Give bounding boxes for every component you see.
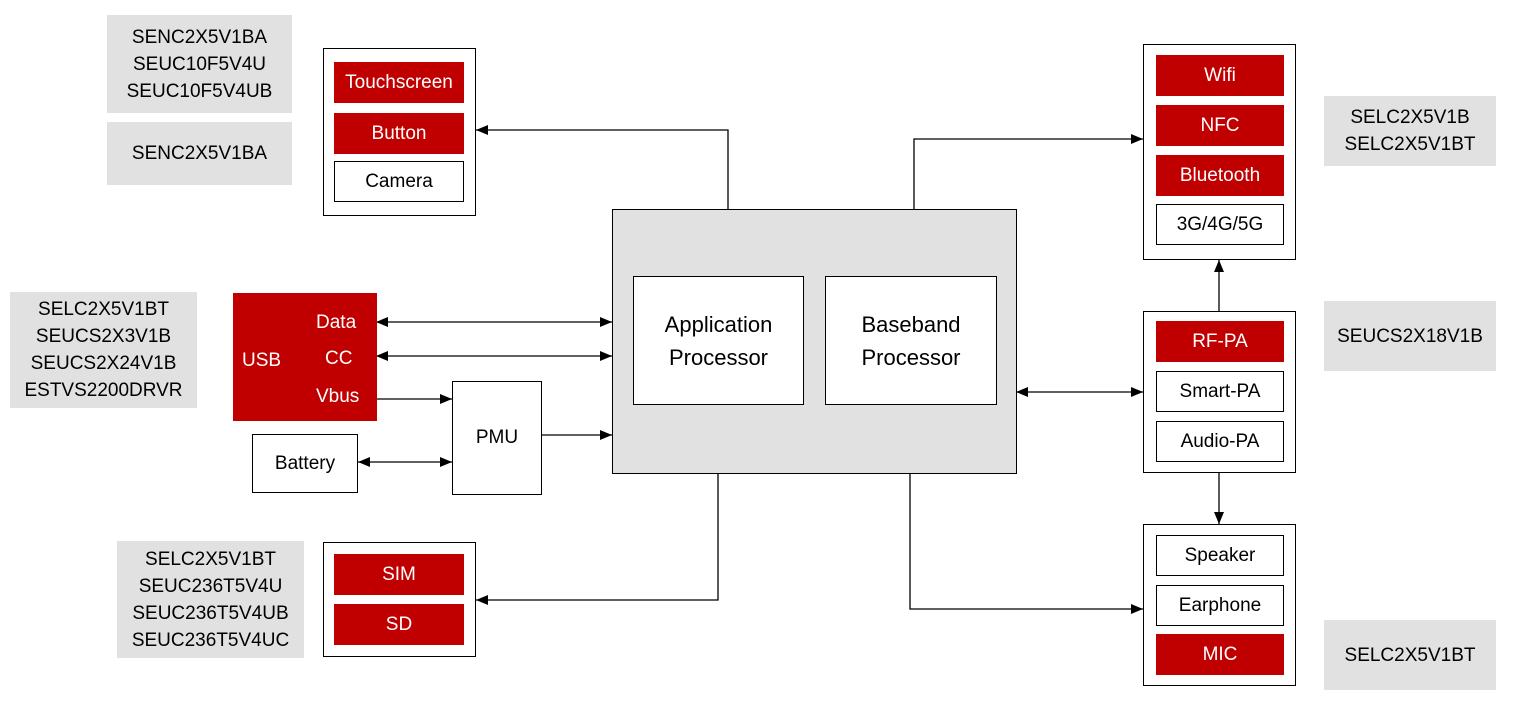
touchscreen-block: Touchscreen — [334, 62, 464, 103]
part-number: SELC2X5V1BT — [1344, 644, 1476, 666]
sd-block: SD — [334, 604, 464, 645]
bluetooth-block: Bluetooth — [1156, 155, 1284, 196]
rf-pa-block: RF-PA — [1156, 321, 1284, 362]
part-label-audio: SELC2X5V1BT — [1324, 620, 1496, 690]
baseband-processor-label: Baseband Processor — [861, 311, 961, 370]
part-number: SENC2X5V1BA — [131, 143, 268, 164]
pmu-block: PMU — [452, 381, 542, 495]
earphone-block: Earphone — [1156, 585, 1284, 626]
audio-pa-block: Audio-PA — [1156, 421, 1284, 462]
wire-bb-to-audio — [909, 473, 1143, 614]
part-label-pa: SEUCS2X18V1B — [1324, 301, 1496, 371]
part-label-ui-2: SENC2X5V1BA — [107, 122, 292, 185]
nfc-block: NFC — [1156, 105, 1284, 146]
part-number: SELC2X5V1BT — [1344, 134, 1476, 155]
usb-label: USB — [242, 350, 282, 371]
part-number: SEUC10F5V4UB — [126, 80, 273, 102]
wifi-block: Wifi — [1156, 55, 1284, 96]
part-number: SELC2X5V1BT — [145, 548, 276, 570]
part-number: SEUCS2X3V1B — [35, 326, 172, 347]
wire-ap-to-ui — [476, 125, 729, 209]
sim-block: SIM — [334, 554, 464, 595]
part-label-storage: SELC2X5V1BT SEUC236T5V4U SEUC236T5V4UB S… — [117, 541, 304, 658]
part-number: SEUCS2X18V1B — [1337, 325, 1483, 347]
part-number: SELC2X5V1BT — [38, 299, 169, 320]
camera-block: Camera — [334, 161, 464, 202]
part-number: SELC2X5V1B — [1350, 107, 1470, 128]
part-label-usb: SELC2X5V1BT SEUCS2X3V1B SEUCS2X24V1B EST… — [10, 292, 197, 408]
speaker-block: Speaker — [1156, 535, 1284, 576]
baseband-processor: Baseband Processor — [825, 276, 997, 405]
part-label-wireless: SELC2X5V1B SELC2X5V1BT — [1324, 96, 1496, 166]
part-number: ESTVS2200DRVR — [24, 380, 183, 401]
wire-ap-to-storage — [476, 473, 719, 605]
part-number: SEUCS2X24V1B — [30, 353, 177, 374]
usb-cc-pin: CC — [325, 348, 353, 369]
part-number: SENC2X5V1BA — [131, 26, 268, 48]
part-number: SEUC236T5V4UB — [132, 602, 289, 624]
battery-block: Battery — [252, 434, 358, 493]
usb-vbus-pin: Vbus — [316, 386, 360, 407]
mic-block: MIC — [1156, 634, 1284, 675]
part-number: SEUC236T5V4U — [138, 575, 283, 597]
application-processor: Application Processor — [633, 276, 804, 405]
smart-pa-block: Smart-PA — [1156, 371, 1284, 412]
part-number: SEUC236T5V4UC — [131, 629, 290, 651]
wire-bb-to-wireless — [913, 134, 1143, 209]
cellular-block: 3G/4G/5G — [1156, 204, 1284, 245]
usb-block — [233, 293, 377, 421]
part-label-ui-1: SENC2X5V1BA SEUC10F5V4U SEUC10F5V4UB — [107, 15, 292, 113]
usb-data-pin: Data — [316, 312, 357, 333]
button-block: Button — [334, 113, 464, 154]
part-number: SEUC10F5V4U — [132, 53, 267, 75]
application-processor-label: Application Processor — [664, 311, 773, 370]
